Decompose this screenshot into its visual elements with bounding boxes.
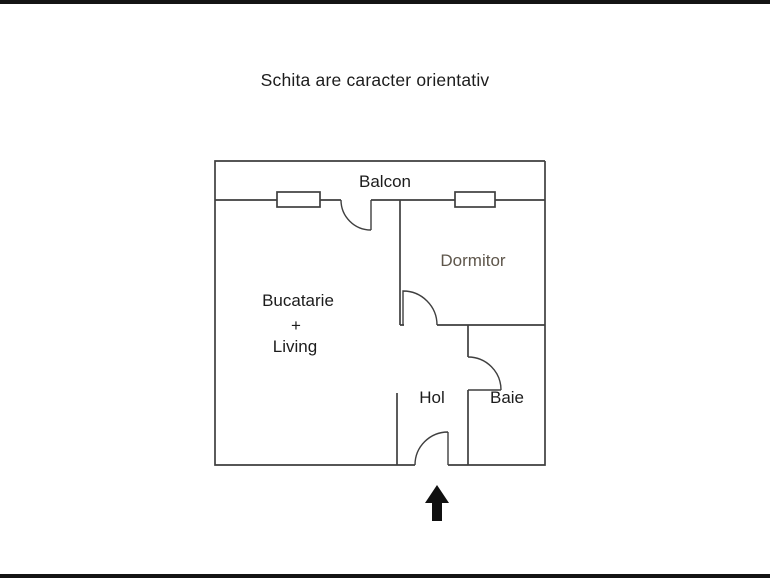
window-right	[454, 191, 496, 208]
room-label-balcon: Balcon	[359, 172, 411, 191]
room-label-dormitor: Dormitor	[440, 251, 506, 270]
entrance-door	[414, 431, 449, 466]
balcony-door	[340, 199, 372, 231]
room-labels: Balcon Dormitor Bucatarie + Living Hol B…	[262, 172, 524, 407]
window-left	[276, 191, 321, 208]
outer-walls	[214, 160, 546, 466]
top-border	[0, 0, 770, 4]
entrance-arrow-icon	[425, 485, 449, 521]
bottom-border	[0, 574, 770, 578]
room-label-baie: Baie	[490, 388, 524, 407]
dormitor-door	[402, 290, 438, 326]
windows-group	[276, 191, 496, 208]
room-label-hol: Hol	[419, 388, 445, 407]
room-label-bucatarie: Bucatarie	[262, 291, 334, 310]
page-title: Schita are caracter orientativ	[260, 70, 490, 90]
baie-door	[467, 356, 502, 391]
room-label-living: Living	[273, 337, 317, 356]
doors-group	[340, 199, 502, 466]
room-label-plus: +	[291, 316, 301, 335]
